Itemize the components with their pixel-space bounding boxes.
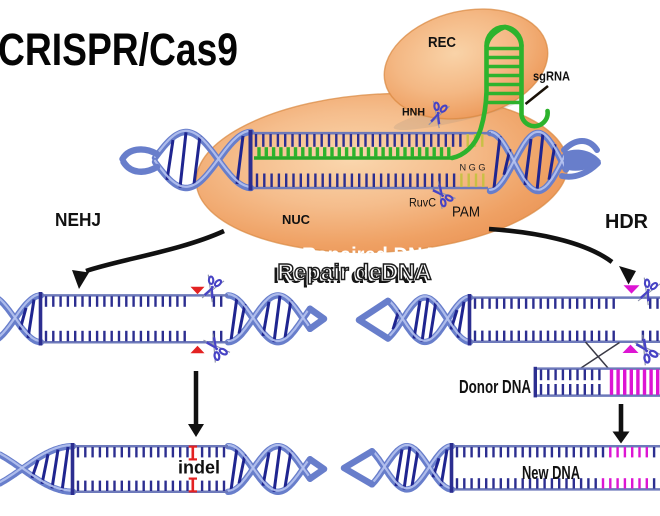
svg-text:CRISPR/Cas9: CRISPR/Cas9 — [0, 24, 238, 75]
svg-text:RuvC: RuvC — [409, 198, 436, 210]
svg-text:NUC: NUC — [282, 213, 310, 227]
svg-text:Repair deDNA: Repair deDNA — [277, 260, 431, 285]
svg-text:indel: indel — [178, 458, 220, 478]
svg-text:HNH: HNH — [402, 107, 425, 119]
svg-text:NEHJ: NEHJ — [55, 210, 101, 230]
svg-text:PAM: PAM — [452, 205, 480, 221]
svg-text:Donor DNA: Donor DNA — [459, 377, 531, 397]
svg-text:N G G: N G G — [460, 163, 486, 174]
svg-text:New DNA: New DNA — [522, 463, 580, 483]
svg-text:Repair deDNA: Repair deDNA — [273, 263, 427, 288]
svg-text:Repair deDNA: Repair deDNA — [278, 260, 432, 285]
svg-text:REC: REC — [428, 35, 456, 51]
svg-text:HDR: HDR — [605, 211, 649, 233]
svg-text:sgRNA: sgRNA — [533, 69, 571, 84]
svg-text:Repaired DNA: Repaired DNA — [302, 244, 437, 267]
